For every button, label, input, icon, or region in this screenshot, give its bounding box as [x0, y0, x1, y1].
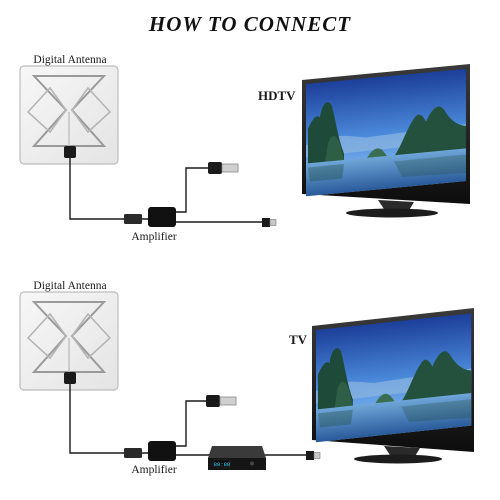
- amplifier-icon: [148, 207, 176, 227]
- antenna-connector-icon: [64, 146, 76, 158]
- usb-cable: [174, 400, 206, 447]
- receiver-display: 88:88: [214, 461, 231, 468]
- hdtv-icon: [302, 64, 470, 218]
- converter-box-icon: 88:88: [208, 446, 266, 470]
- tv-label: TV: [289, 332, 308, 347]
- antenna-cable: [69, 384, 148, 454]
- coax-plug-icon: [124, 214, 142, 224]
- coax-connector-icon: [262, 218, 277, 227]
- antenna-label: Digital Antenna: [33, 54, 106, 66]
- top-diagram: Digital Antenna Amplifier HDTV: [19, 54, 470, 243]
- usb-cable: [174, 167, 208, 213]
- amplifier-label: Amplifier: [131, 231, 177, 243]
- tv-icon: [312, 308, 474, 464]
- usb-plug-icon: [208, 162, 239, 174]
- amplifier-label: Amplifier: [131, 464, 177, 476]
- antenna-label: Digital Antenna: [33, 280, 106, 292]
- usb-plug-icon: [206, 395, 237, 407]
- antenna-cable: [69, 158, 148, 220]
- antenna-connector-icon: [64, 372, 76, 384]
- bottom-diagram: Digital Antenna Amplifier 88:88: [19, 280, 474, 476]
- amplifier-icon: [148, 441, 176, 461]
- tv-label: HDTV: [258, 88, 296, 103]
- page-title: HOW TO CONNECT: [148, 12, 351, 36]
- coax-connector-icon: [306, 451, 321, 460]
- coax-plug-icon: [124, 448, 142, 458]
